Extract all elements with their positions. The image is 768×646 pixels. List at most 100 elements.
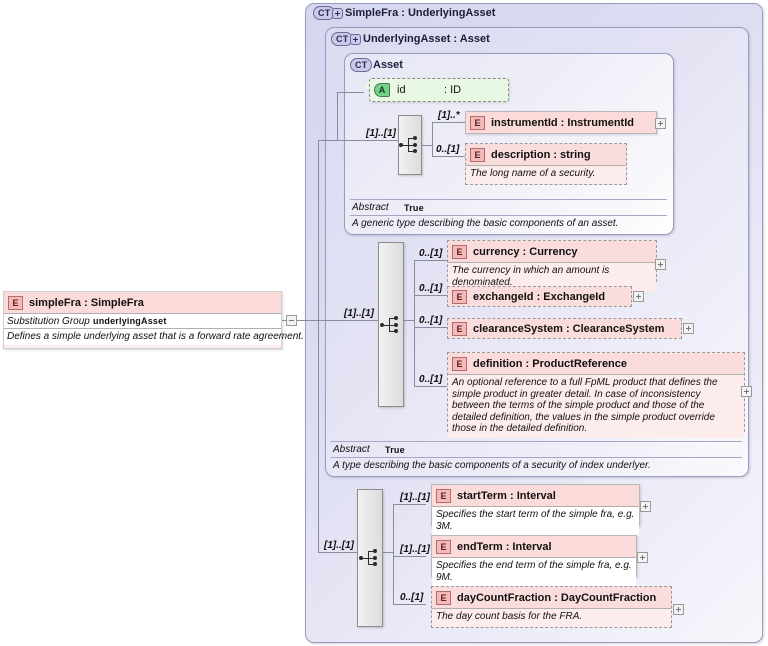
connector bbox=[297, 320, 307, 321]
element-definition-doc: An optional reference to a full FpML pro… bbox=[452, 377, 718, 434]
sequence-icon bbox=[359, 549, 381, 567]
abstract-label: Abstract bbox=[333, 444, 370, 455]
element-currency-header: E currency : Currency bbox=[448, 241, 656, 262]
connector bbox=[307, 320, 319, 321]
element-badge-icon: E bbox=[452, 289, 467, 304]
connector bbox=[414, 327, 447, 328]
sequence-icon bbox=[399, 136, 421, 154]
expand-plus-toggle[interactable] bbox=[637, 552, 648, 563]
attribute-id-name: id bbox=[397, 84, 406, 96]
substitution-group-row: Substitution Group underlyingAsset bbox=[4, 313, 281, 328]
expand-plus-toggle[interactable] bbox=[633, 291, 644, 302]
element-definition[interactable]: E definition : ProductReference An optio… bbox=[447, 352, 745, 438]
connector bbox=[432, 122, 465, 123]
attribute-id[interactable]: A id : ID bbox=[369, 78, 509, 102]
element-startterm-name: startTerm : Interval bbox=[457, 489, 556, 502]
expand-plus-toggle[interactable] bbox=[640, 501, 651, 512]
element-badge-icon: E bbox=[8, 295, 23, 310]
expand-plus-toggle[interactable] bbox=[741, 386, 752, 397]
ct-icon: CT bbox=[350, 58, 373, 72]
element-description[interactable]: E description : string The long name of … bbox=[465, 143, 627, 185]
divider bbox=[350, 199, 667, 200]
connector bbox=[393, 504, 426, 505]
element-definition-name: definition : ProductReference bbox=[473, 357, 628, 370]
expand-plus-toggle[interactable] bbox=[655, 259, 666, 270]
element-daycountfraction-header: E dayCountFraction : DayCountFraction bbox=[432, 587, 671, 608]
element-daycountfraction-doc-wrap: The day count basis for the FRA. bbox=[432, 608, 671, 626]
container-underlyingasset-badge[interactable]: CT bbox=[331, 32, 362, 46]
container-underlyingasset-title: UnderlyingAsset : Asset bbox=[363, 33, 490, 45]
cardinality-currency: 0..[1] bbox=[419, 248, 443, 259]
element-endterm[interactable]: E endTerm : Interval Specifies the end t… bbox=[431, 535, 637, 587]
expand-plus-toggle[interactable] bbox=[673, 604, 684, 615]
compositor-asset-sequence[interactable] bbox=[398, 115, 422, 175]
element-startterm-doc-wrap: Specifies the start term of the simple f… bbox=[432, 506, 639, 536]
substitution-group-value: underlyingAsset bbox=[93, 316, 167, 326]
cardinality-description: 0..[1] bbox=[436, 144, 460, 155]
divider bbox=[331, 457, 742, 458]
element-daycountfraction-name: dayCountFraction : DayCountFraction bbox=[457, 591, 657, 604]
element-exchangeid[interactable]: E exchangeId : ExchangeId bbox=[447, 286, 632, 307]
divider bbox=[350, 215, 667, 216]
expand-plus-icon[interactable] bbox=[332, 7, 344, 19]
connector bbox=[337, 140, 398, 141]
attribute-tail bbox=[364, 80, 370, 92]
attribute-id-type: : ID bbox=[444, 84, 462, 96]
element-currency-doc: The currency in which an amount is denom… bbox=[452, 265, 610, 288]
cardinality-asset-sequence: [1]..[1] bbox=[366, 128, 396, 139]
expand-plus-toggle[interactable] bbox=[655, 118, 666, 129]
element-daycountfraction-doc: The day count basis for the FRA. bbox=[436, 611, 583, 622]
element-description-doc: The long name of a security. bbox=[470, 168, 596, 179]
abstract-label: Abstract bbox=[352, 202, 389, 213]
connector bbox=[432, 156, 465, 157]
element-startterm[interactable]: E startTerm : Interval Specifies the sta… bbox=[431, 484, 640, 536]
element-endterm-name: endTerm : Interval bbox=[457, 540, 552, 553]
element-currency[interactable]: E currency : Currency The currency in wh… bbox=[447, 240, 657, 292]
element-endterm-doc: Specifies the end term of the simple fra… bbox=[436, 560, 632, 583]
compositor-underlyingasset-sequence[interactable] bbox=[378, 242, 404, 407]
connector bbox=[404, 320, 415, 321]
divider bbox=[331, 441, 742, 442]
abstract-row: Abstract True bbox=[331, 442, 742, 457]
element-description-header: E description : string bbox=[466, 144, 626, 165]
element-badge-icon: E bbox=[470, 115, 485, 130]
cardinality-definition: 0..[1] bbox=[419, 374, 443, 385]
container-simplefra-title: SimpleFra : UnderlyingAsset bbox=[345, 7, 496, 19]
element-simplefra-name: simpleFra : SimpleFra bbox=[29, 296, 144, 309]
attribute-badge-icon: A bbox=[374, 83, 390, 97]
element-startterm-doc: Specifies the start term of the simple f… bbox=[436, 509, 635, 532]
container-asset-badge[interactable]: CT bbox=[350, 58, 373, 72]
element-badge-icon: E bbox=[452, 321, 467, 336]
element-instrumentid[interactable]: E instrumentId : InstrumentId bbox=[465, 111, 657, 134]
compositor-simplefra-sequence[interactable] bbox=[357, 489, 383, 627]
element-simplefra[interactable]: E simpleFra : SimpleFra Substitution Gro… bbox=[3, 291, 304, 349]
connector bbox=[414, 386, 447, 387]
element-daycountfraction[interactable]: E dayCountFraction : DayCountFraction Th… bbox=[431, 586, 672, 628]
substitution-group-label: Substitution Group bbox=[7, 315, 90, 327]
container-asset-title: Asset bbox=[373, 59, 403, 71]
element-exchangeid-header: E exchangeId : ExchangeId bbox=[448, 287, 631, 306]
element-description-name: description : string bbox=[491, 148, 591, 161]
branch-asset bbox=[337, 92, 338, 140]
collapse-minus-toggle[interactable] bbox=[286, 315, 297, 326]
cardinality-instrumentid: [1]..* bbox=[438, 110, 460, 121]
connector bbox=[393, 504, 394, 604]
cardinality-exchangeid: 0..[1] bbox=[419, 283, 443, 294]
element-description-doc-wrap: The long name of a security. bbox=[466, 165, 626, 183]
cardinality-endterm: [1]..[1] bbox=[400, 544, 430, 555]
element-badge-icon: E bbox=[436, 590, 451, 605]
container-underlyingasset-footer: Abstract True A type describing the basi… bbox=[331, 441, 742, 471]
expand-plus-toggle[interactable] bbox=[683, 323, 694, 334]
connector bbox=[414, 260, 415, 386]
element-badge-icon: E bbox=[452, 244, 467, 259]
element-instrumentid-name: instrumentId : InstrumentId bbox=[491, 116, 634, 129]
element-endterm-header: E endTerm : Interval bbox=[432, 536, 636, 557]
abstract-value: True bbox=[404, 202, 424, 213]
container-simplefra-badge[interactable]: CT bbox=[313, 6, 344, 20]
abstract-row: Abstract True bbox=[350, 200, 667, 215]
element-clearancesystem[interactable]: E clearanceSystem : ClearanceSystem bbox=[447, 318, 682, 339]
element-definition-doc-wrap: An optional reference to a full FpML pro… bbox=[448, 374, 744, 438]
element-badge-icon: E bbox=[436, 488, 451, 503]
expand-plus-icon[interactable] bbox=[350, 33, 362, 45]
